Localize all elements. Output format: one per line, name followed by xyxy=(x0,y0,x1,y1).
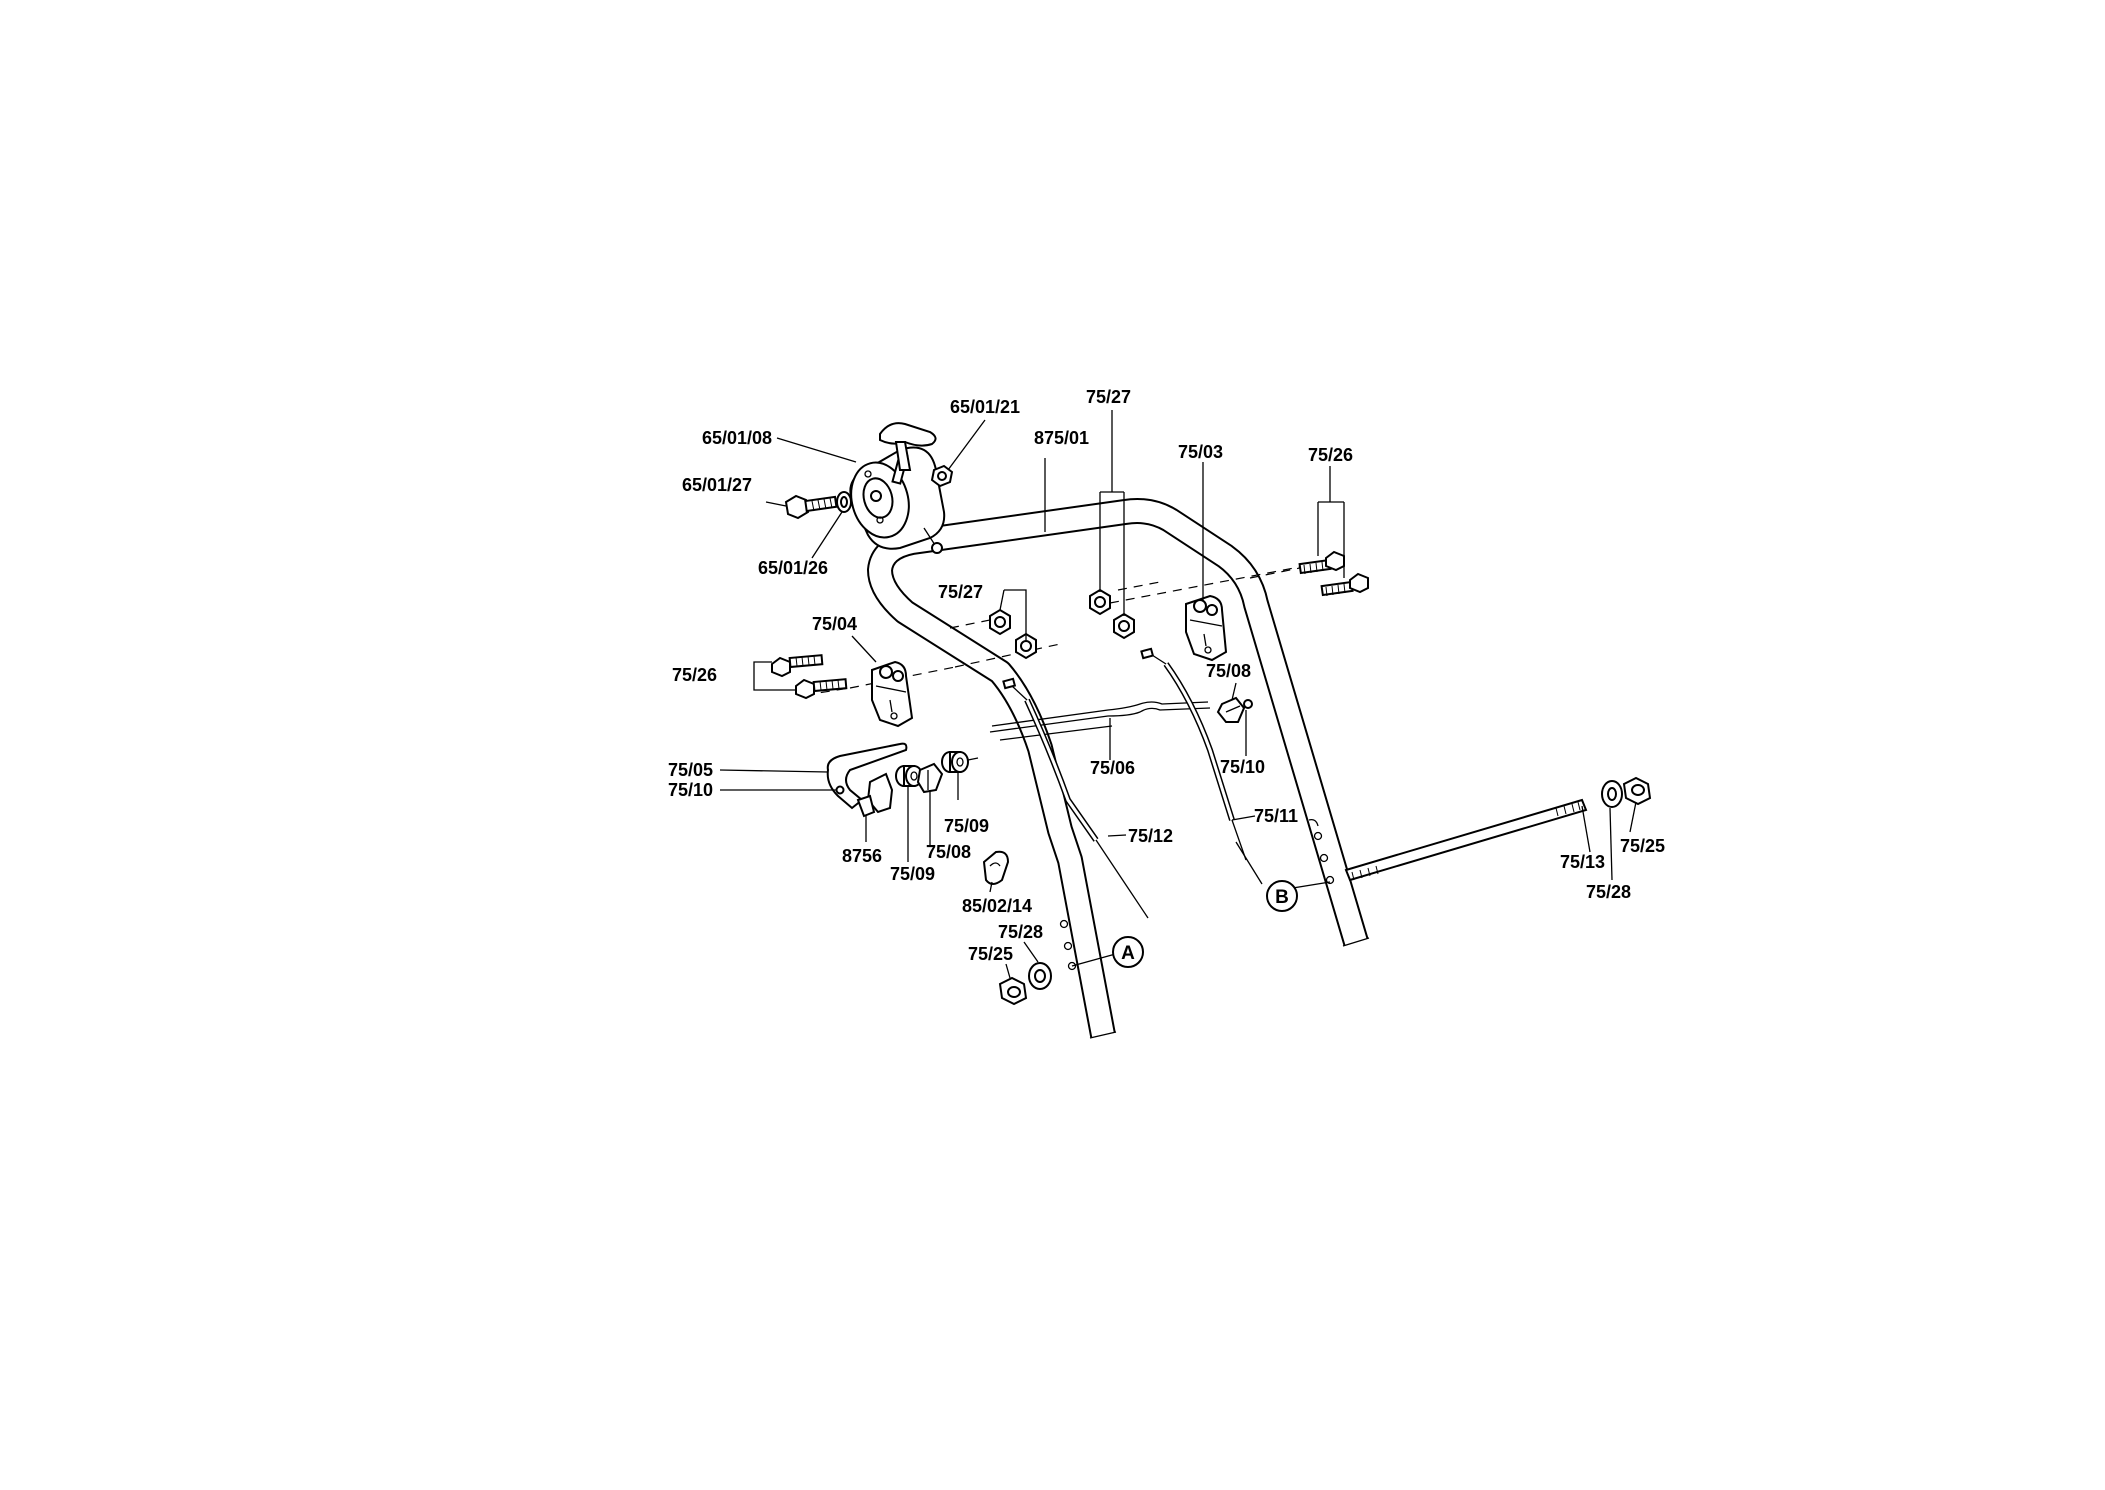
clip-85-02-14 xyxy=(982,850,1010,885)
cable-guide-rod xyxy=(989,701,1211,741)
label-75-28-right: 75/28 xyxy=(1586,882,1631,902)
label-75-04: 75/04 xyxy=(812,614,857,634)
label-75-09-upper: 75/09 xyxy=(944,816,989,836)
handle-frame xyxy=(867,498,1370,1039)
label-75-11: 75/11 xyxy=(1254,806,1298,826)
label-75-08-left: 75/08 xyxy=(926,842,971,862)
bolts-75-26-left xyxy=(771,654,848,700)
label-75-10-right: 75/10 xyxy=(1220,757,1265,777)
label-85-02-14: 85/02/14 xyxy=(962,896,1032,916)
label-75-28-left: 75/28 xyxy=(998,922,1043,942)
callout-b: B xyxy=(1266,880,1298,912)
label-75-06: 75/06 xyxy=(1090,758,1135,778)
nuts-75-27-top xyxy=(1089,588,1135,640)
label-65-01-27: 65/01/27 xyxy=(682,475,752,495)
label-65-01-26: 65/01/26 xyxy=(758,558,828,578)
label-75-26-left: 75/26 xyxy=(672,665,717,685)
bushings xyxy=(895,751,979,794)
label-75-08-right: 75/08 xyxy=(1206,661,1251,681)
bolts-75-26-right xyxy=(1298,550,1369,597)
lever-75-05 xyxy=(826,742,908,824)
label-65-01-21: 65/01/21 xyxy=(950,397,1020,417)
label-75-25-left: 75/25 xyxy=(968,944,1013,964)
label-875-01: 875/01 xyxy=(1034,428,1089,448)
clamp-75-04 xyxy=(871,660,914,728)
clamp-75-03 xyxy=(1185,594,1228,662)
label-75-05: 75/05 xyxy=(668,760,713,780)
label-8756: 8756 xyxy=(842,846,882,866)
bolt-65-01-27 xyxy=(784,494,838,520)
part-labels: 65/01/08 65/01/21 65/01/27 65/01/26 875/… xyxy=(668,387,1665,964)
axle-75-13 xyxy=(1344,776,1652,882)
label-75-12: 75/12 xyxy=(1128,826,1173,846)
callout-a: A xyxy=(1112,936,1144,968)
nuts-75-27-mid xyxy=(989,608,1037,660)
callout-a-text: A xyxy=(1121,943,1135,964)
label-75-27-mid: 75/27 xyxy=(938,582,983,602)
leader-lines xyxy=(719,410,1637,979)
label-75-26-right: 75/26 xyxy=(1308,445,1353,465)
label-75-09-lower: 75/09 xyxy=(890,864,935,884)
label-75-13: 75/13 xyxy=(1560,852,1605,872)
label-75-27-top: 75/27 xyxy=(1086,387,1131,407)
label-75-03: 75/03 xyxy=(1178,442,1223,462)
starter-housing xyxy=(849,422,946,554)
label-65-01-08: 65/01/08 xyxy=(702,428,772,448)
washer-65-01-26 xyxy=(836,491,852,513)
label-75-25-right: 75/25 xyxy=(1620,836,1665,856)
fasteners-left xyxy=(998,962,1052,1006)
nut-65-01-21 xyxy=(930,464,954,488)
cable-clip-right xyxy=(1216,696,1253,723)
callout-b-text: B xyxy=(1275,887,1289,908)
cables xyxy=(1002,647,1247,919)
label-75-10-left: 75/10 xyxy=(668,780,713,800)
